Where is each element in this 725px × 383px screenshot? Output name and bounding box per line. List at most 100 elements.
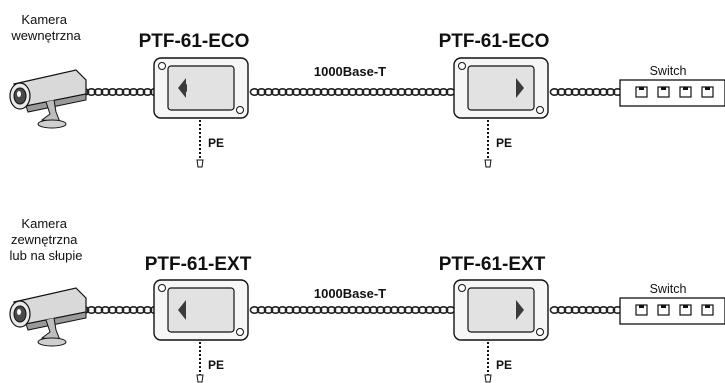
twisted-cable-icon bbox=[298, 88, 309, 97]
twisted-cable-icon bbox=[354, 305, 365, 314]
twisted-cable-icon bbox=[277, 88, 288, 97]
twisted-cable-icon bbox=[326, 88, 337, 97]
twisted-cable-icon bbox=[100, 88, 111, 97]
twisted-cable-icon bbox=[584, 88, 595, 97]
left-pe-label: PE bbox=[208, 136, 224, 150]
twisted-cable-icon bbox=[86, 305, 97, 314]
twisted-cable-icon bbox=[93, 88, 104, 97]
switch-icon bbox=[619, 297, 725, 325]
twisted-cable-icon bbox=[291, 88, 302, 97]
twisted-cable-icon bbox=[354, 88, 365, 97]
twisted-cable-icon bbox=[249, 305, 260, 314]
twisted-cable-icon bbox=[375, 305, 386, 314]
twisted-cable-icon bbox=[326, 305, 337, 314]
twisted-cable-icon bbox=[361, 305, 372, 314]
twisted-cable-icon bbox=[410, 305, 421, 314]
screw-icon bbox=[236, 106, 244, 114]
twisted-cable-icon bbox=[584, 305, 595, 314]
ground-cable-icon bbox=[484, 120, 492, 168]
twisted-cable-icon bbox=[417, 305, 428, 314]
twisted-cable-icon bbox=[417, 88, 428, 97]
left-device-title: PTF-61-EXT bbox=[145, 254, 252, 275]
right-device-title: PTF-61-ECO bbox=[439, 31, 550, 52]
twisted-cable-icon bbox=[142, 88, 153, 97]
switch-port-latch bbox=[683, 87, 688, 90]
twisted-cable-icon bbox=[107, 305, 118, 314]
switch-port-latch bbox=[661, 87, 666, 90]
twisted-cable-icon bbox=[605, 88, 616, 97]
ground-lug bbox=[484, 374, 492, 383]
twisted-cable-icon bbox=[368, 305, 379, 314]
twisted-cable-icon bbox=[114, 305, 125, 314]
twisted-cable-icon bbox=[556, 88, 567, 97]
arrow-right-icon bbox=[516, 78, 524, 98]
twisted-cable-icon bbox=[277, 305, 288, 314]
twisted-cable-icon bbox=[333, 88, 344, 97]
arrow-left-icon bbox=[178, 78, 186, 98]
twisted-cable-icon bbox=[256, 305, 267, 314]
ground-lug bbox=[196, 374, 204, 383]
screw-icon bbox=[458, 62, 466, 70]
row-outdoor-camera: Kamera zewnętrzna lub na słupie PTF-61-E… bbox=[9, 216, 725, 383]
twisted-cable-icon bbox=[305, 305, 316, 314]
twisted-cable-icon bbox=[114, 88, 125, 97]
twisted-cable-icon bbox=[319, 305, 330, 314]
arrow-left-icon bbox=[178, 300, 186, 320]
surge-protector-right bbox=[453, 57, 549, 119]
twisted-cable-icon bbox=[570, 88, 581, 97]
twisted-cable-icon bbox=[333, 305, 344, 314]
right-pe-label: PE bbox=[496, 358, 512, 372]
camera-icon bbox=[9, 69, 87, 129]
screw-icon bbox=[158, 284, 166, 292]
twisted-cable-icon bbox=[577, 88, 588, 97]
switch-port-latch bbox=[705, 87, 710, 90]
twisted-cable-icon bbox=[438, 305, 449, 314]
surge-protector-left bbox=[153, 279, 249, 341]
twisted-cable-icon bbox=[319, 88, 330, 97]
twisted-cable-icon bbox=[312, 88, 323, 97]
twisted-cable-icon bbox=[563, 88, 574, 97]
surge-protector-left bbox=[153, 57, 249, 119]
twisted-cable-icon bbox=[431, 305, 442, 314]
twisted-cable-icon bbox=[135, 305, 146, 314]
switch-label: Switch bbox=[650, 64, 687, 78]
screw-icon bbox=[158, 62, 166, 70]
twisted-cable-icon bbox=[142, 305, 153, 314]
twisted-cable-icon bbox=[284, 305, 295, 314]
twisted-cable-icon bbox=[431, 88, 442, 97]
twisted-cable-icon bbox=[403, 88, 414, 97]
twisted-cable-icon bbox=[312, 305, 323, 314]
twisted-cable-icon bbox=[86, 88, 97, 97]
twisted-cable-icon bbox=[389, 88, 400, 97]
screw-icon bbox=[536, 328, 544, 336]
twisted-cable-icon bbox=[298, 305, 309, 314]
twisted-cable-icon bbox=[128, 305, 139, 314]
ground-cable-icon bbox=[484, 342, 492, 383]
screw-icon bbox=[458, 284, 466, 292]
twisted-cable-icon bbox=[121, 305, 132, 314]
twisted-cable-icon bbox=[375, 88, 386, 97]
twisted-cable-icon bbox=[256, 88, 267, 97]
switch-port-latch bbox=[705, 305, 710, 308]
twisted-cable-icon bbox=[291, 305, 302, 314]
twisted-cable-icon bbox=[305, 88, 316, 97]
twisted-cable-icon bbox=[438, 88, 449, 97]
twisted-cable-icon bbox=[389, 305, 400, 314]
twisted-cable-icon bbox=[270, 305, 281, 314]
surge-protector-right bbox=[453, 279, 549, 341]
twisted-cable-icon bbox=[340, 305, 351, 314]
switch-port-latch bbox=[639, 305, 644, 308]
ground-lug bbox=[196, 159, 204, 168]
twisted-cable-icon bbox=[100, 305, 111, 314]
twisted-cable-icon bbox=[249, 88, 260, 97]
twisted-cable-icon bbox=[577, 305, 588, 314]
twisted-cable-icon bbox=[556, 305, 567, 314]
ground-cable-icon bbox=[196, 120, 204, 168]
twisted-cable-icon bbox=[382, 305, 393, 314]
camera-icon bbox=[9, 287, 87, 347]
twisted-cable-icon bbox=[605, 305, 616, 314]
right-device-title: PTF-61-EXT bbox=[439, 254, 546, 275]
twisted-cable-icon bbox=[93, 305, 104, 314]
twisted-cable-icon bbox=[361, 88, 372, 97]
twisted-cable-icon bbox=[591, 88, 602, 97]
